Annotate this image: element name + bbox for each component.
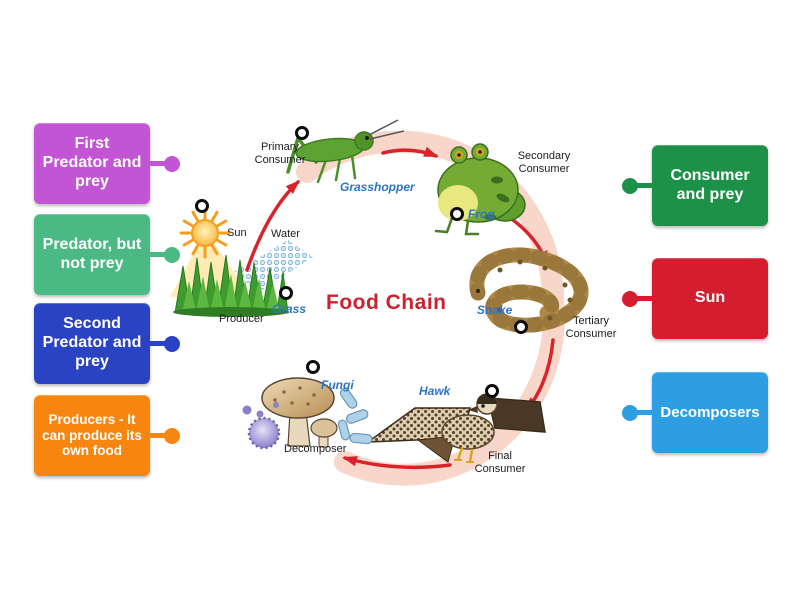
arrow-hawk-to-decomposer — [342, 456, 452, 470]
label-text: First Predator and prey — [42, 135, 142, 190]
connector-dot — [164, 335, 180, 352]
drop-target-grasshopper[interactable] — [295, 126, 309, 140]
fungi-illustration — [242, 377, 373, 450]
drop-target-fungi[interactable] — [306, 360, 320, 374]
connector-dot — [622, 177, 638, 194]
label-text: Sun — [694, 289, 726, 307]
frog-illustration — [434, 143, 526, 236]
arrow-grasshopper-to-frog — [381, 146, 439, 158]
connector-stem — [150, 433, 170, 438]
draggable-label-first-predator[interactable]: First Predator and prey — [34, 123, 180, 204]
draggable-label-second-predator[interactable]: Second Predator and prey — [34, 303, 180, 384]
cycle-band — [296, 130, 565, 486]
diagram-title: Food Chain — [326, 291, 447, 314]
label-grass: Grass — [272, 302, 307, 316]
connector-stem — [632, 296, 652, 301]
connector-stem — [150, 252, 170, 257]
label-frog: Frog — [468, 207, 495, 221]
draggable-label-decomposers[interactable]: Decomposers — [622, 372, 768, 453]
connector-stem — [150, 161, 170, 166]
label-text: Second Predator and prey — [42, 315, 142, 370]
connector-dot — [164, 246, 180, 263]
drop-target-hawk[interactable] — [485, 384, 499, 398]
drop-target-sun[interactable] — [195, 199, 209, 213]
grasshopper-illustration — [286, 119, 405, 184]
sun-rays — [179, 207, 231, 259]
drop-target-frog[interactable] — [450, 207, 464, 221]
drop-target-grass[interactable] — [279, 286, 293, 300]
grass-illustration — [173, 254, 289, 317]
label-hawk: Hawk — [419, 384, 451, 398]
label-water: Water — [271, 228, 300, 240]
label-text: Producers - It can produce its own food — [42, 411, 142, 459]
draggable-label-predator-not-prey[interactable]: Predator, but not prey — [34, 214, 180, 295]
connector-stem — [150, 341, 170, 346]
connector-dot — [164, 155, 180, 172]
connector-dot — [622, 404, 638, 421]
draggable-label-sun[interactable]: Sun — [622, 258, 768, 339]
connector-dot — [622, 290, 638, 307]
connector-dot — [164, 427, 180, 444]
connector-stem — [632, 183, 652, 188]
snake-illustration — [469, 247, 589, 333]
drop-target-snake[interactable] — [514, 320, 528, 334]
label-producer: Producer — [219, 313, 264, 325]
label-grasshopper: Grasshopper — [340, 180, 415, 194]
label-tertiary-consumer: Tertiary Consumer — [565, 315, 617, 341]
arrow-grass-to-grasshopper — [245, 180, 301, 272]
label-text: Consumer and prey — [670, 166, 750, 203]
label-secondary-consumer: Secondary Consumer — [517, 150, 571, 176]
draggable-label-producers[interactable]: Producers - It can produce its own food — [34, 395, 180, 476]
label-final-consumer: Final Consumer — [474, 450, 526, 476]
label-primary-consumer: Primary Consumer — [254, 141, 306, 167]
label-text: Decomposers — [660, 403, 760, 421]
label-decomposer: Decomposer — [284, 443, 347, 455]
label-snake: Snake — [477, 303, 513, 317]
label-text: Predator, but not prey — [42, 235, 142, 272]
draggable-label-consumer-and-prey[interactable]: Consumer and prey — [622, 145, 768, 226]
label-sun: Sun — [227, 227, 247, 239]
label-fungi: Fungi — [321, 378, 354, 392]
connector-stem — [632, 410, 652, 415]
